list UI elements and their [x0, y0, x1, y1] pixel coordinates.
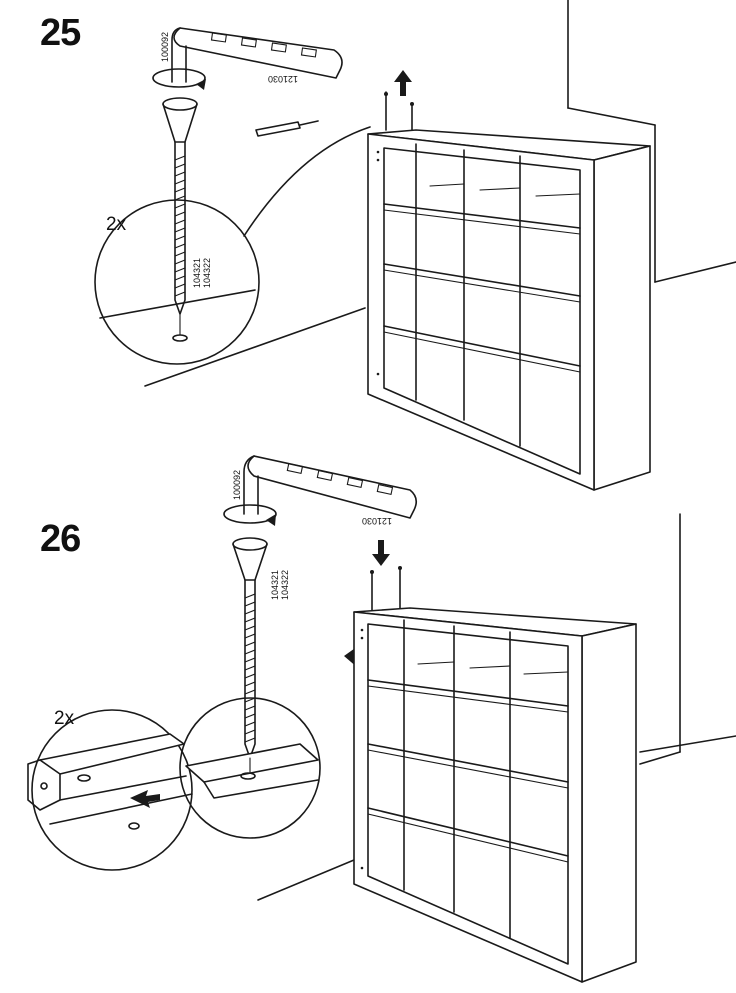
screw-icon: 104321 104322 — [232, 537, 290, 759]
down-arrow-icon — [370, 540, 402, 613]
step-26-bracket-detail — [27, 709, 193, 871]
screw-code-1: 104321 — [192, 258, 202, 288]
step-26-shelf-unit — [353, 607, 637, 983]
allen-key-icon: 100092 121030 — [160, 27, 343, 84]
screw-code-2: 104322 — [280, 570, 290, 600]
step-25-shelf-unit — [367, 129, 651, 491]
tool-code-vertical: 100092 — [160, 32, 170, 62]
up-arrow-icon — [384, 70, 414, 131]
rotate-arrow-icon — [152, 68, 206, 90]
step-26-illustration: 100092 121030 104321 104322 — [27, 455, 736, 983]
tool-code-horizontal: 121030 — [268, 74, 298, 84]
step-25-detail-circle — [94, 126, 371, 365]
step-25-illustration: 100092 121030 104321 104322 — [94, 0, 736, 491]
screw-code-1: 104321 — [270, 570, 280, 600]
rotate-arrow-icon — [223, 504, 277, 526]
screwdriver-icon — [255, 120, 319, 137]
step-25-room-lines — [144, 0, 736, 387]
step-number-25: 25 — [40, 12, 81, 54]
step-number-26: 26 — [40, 518, 81, 560]
step-25-quantity-label: 2x — [106, 214, 127, 235]
screw-icon: 104321 104322 — [162, 97, 212, 315]
tool-code-vertical: 100092 — [232, 470, 242, 500]
step-26-room-lines — [257, 513, 736, 901]
tool-code-horizontal: 121030 — [362, 516, 392, 526]
allen-key-icon: 100092 121030 — [232, 455, 418, 526]
screw-code-2: 104322 — [202, 258, 212, 288]
step-26-quantity-label: 2x — [54, 708, 75, 729]
step-26-screw-detail — [179, 697, 321, 839]
